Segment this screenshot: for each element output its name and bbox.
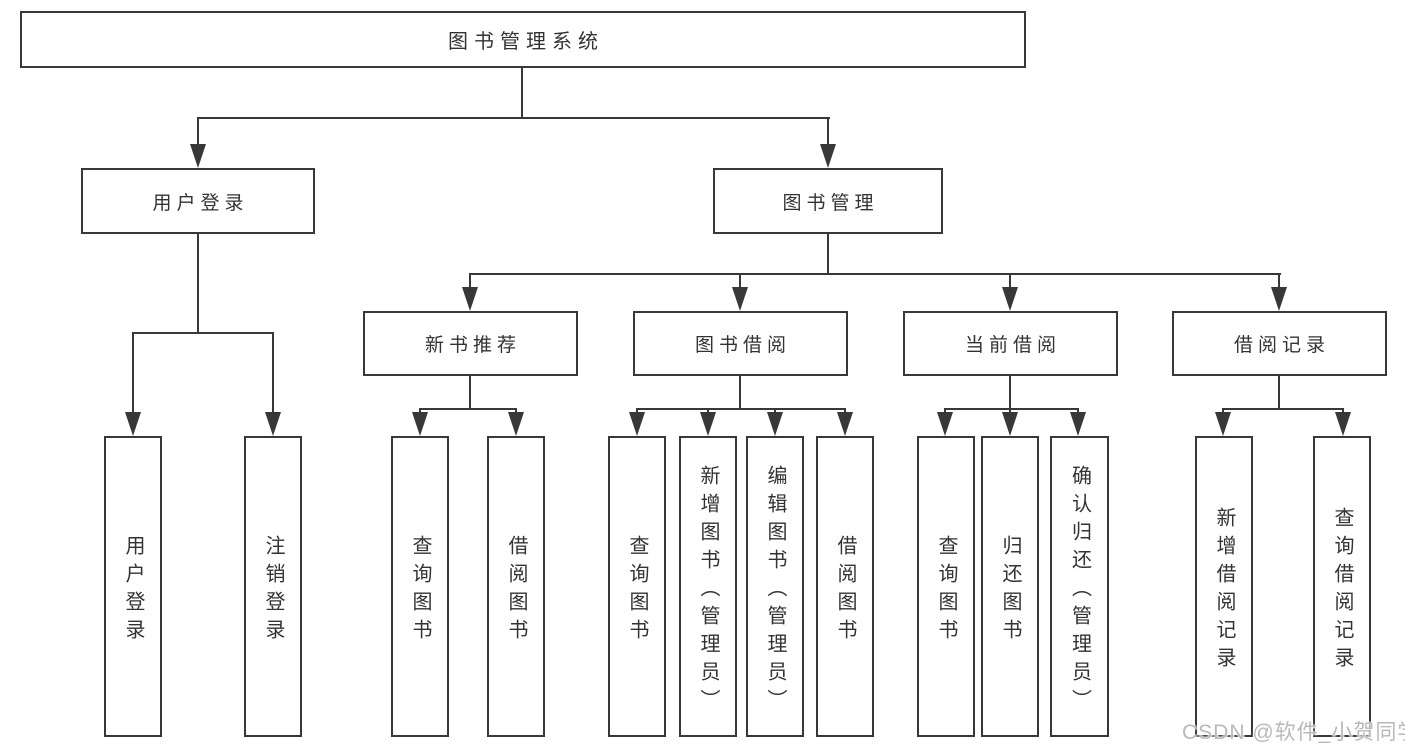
connector-line [1278, 376, 1280, 410]
connector-arrowhead [265, 412, 281, 436]
node-label: 图书管理 [782, 192, 879, 214]
connector-arrowhead [508, 412, 524, 436]
connector-arrowhead [629, 412, 645, 436]
leaf-borrow-books-recommend: 借阅图书 [487, 436, 545, 737]
node-book-management-module: 图书管理 [713, 168, 943, 234]
node-label: 查询借阅记录 [1331, 506, 1353, 675]
connector-line [1009, 273, 1011, 289]
node-label: 当前借阅 [964, 335, 1061, 356]
node-label: 归还图书 [999, 534, 1021, 647]
connector-arrowhead [125, 412, 141, 436]
node-label: 编辑图书（管理员） [764, 464, 786, 717]
leaf-user-login: 用户登录 [104, 436, 162, 737]
watermark: CSDN @软件_小贺同学 [1182, 721, 1405, 744]
connector-line [739, 273, 741, 289]
connector-line [419, 408, 517, 410]
connector-arrowhead [1215, 412, 1231, 436]
connector-line [469, 273, 471, 289]
leaf-query-books-recommend: 查询图书 [391, 436, 449, 737]
connector-arrowhead [937, 412, 953, 436]
node-current-borrow: 当前借阅 [903, 311, 1118, 376]
node-label: 注销登录 [262, 534, 284, 647]
node-new-book-recommend: 新书推荐 [363, 311, 578, 376]
connector-arrowhead [1070, 412, 1086, 436]
connector-line [739, 376, 741, 410]
leaf-edit-book-admin: 编辑图书（管理员） [746, 436, 804, 737]
node-label: 查询图书 [409, 534, 431, 647]
leaf-logout: 注销登录 [244, 436, 302, 737]
node-book-borrow: 图书借阅 [633, 311, 848, 376]
connector-arrowhead [837, 412, 853, 436]
connector-arrowhead [1271, 287, 1287, 311]
connector-line [1009, 376, 1011, 410]
leaf-query-books-current: 查询图书 [917, 436, 975, 737]
node-label: 新增借阅记录 [1213, 506, 1235, 675]
connector-line [827, 117, 829, 147]
connector-line [272, 332, 274, 412]
connector-arrowhead [820, 144, 836, 168]
connector-line [197, 117, 199, 147]
connector-arrowhead [462, 287, 478, 311]
node-label: 用户登录 [152, 192, 249, 214]
connector-line [197, 234, 199, 334]
connector-arrowhead [1002, 412, 1018, 436]
connector-line [636, 408, 846, 410]
connector-line [944, 408, 1079, 410]
leaf-add-borrow-record: 新增借阅记录 [1195, 436, 1253, 737]
connector-arrowhead [767, 412, 783, 436]
node-label: 借阅图书 [505, 534, 527, 647]
leaf-confirm-return-admin: 确认归还（管理员） [1050, 436, 1109, 737]
node-label: 图书借阅 [694, 335, 791, 356]
connector-line [132, 332, 274, 334]
node-label: 借阅记录 [1233, 335, 1330, 356]
connector-arrowhead [412, 412, 428, 436]
node-user-login-module: 用户登录 [81, 168, 315, 234]
connector-arrowhead [1335, 412, 1351, 436]
node-borrow-records: 借阅记录 [1172, 311, 1387, 376]
connector-line [132, 332, 134, 412]
leaf-borrow-books-borrow: 借阅图书 [816, 436, 874, 737]
leaf-query-books-borrow: 查询图书 [608, 436, 666, 737]
node-label: 新增图书（管理员） [697, 464, 719, 717]
connector-line [469, 376, 471, 410]
leaf-add-book-admin: 新增图书（管理员） [679, 436, 737, 737]
node-label: 图书管理系统 [448, 31, 604, 53]
node-root: 图书管理系统 [20, 11, 1026, 68]
connector-arrowhead [1002, 287, 1018, 311]
connector-line [469, 273, 1281, 275]
connector-line [521, 68, 523, 119]
node-label: 用户登录 [122, 534, 144, 647]
node-label: 新书推荐 [424, 335, 521, 356]
leaf-return-book: 归还图书 [981, 436, 1039, 737]
connector-line [1222, 408, 1344, 410]
connector-arrowhead [732, 287, 748, 311]
node-label: 确认归还（管理员） [1068, 464, 1091, 717]
connector-line [827, 234, 829, 275]
leaf-query-borrow-record: 查询借阅记录 [1313, 436, 1371, 737]
node-label: 借阅图书 [834, 534, 856, 647]
node-label: 查询图书 [626, 534, 648, 647]
node-label: 查询图书 [935, 534, 957, 647]
connector-line [197, 117, 830, 119]
connector-arrowhead [700, 412, 716, 436]
connector-arrowhead [190, 144, 206, 168]
connector-line [1278, 273, 1280, 289]
